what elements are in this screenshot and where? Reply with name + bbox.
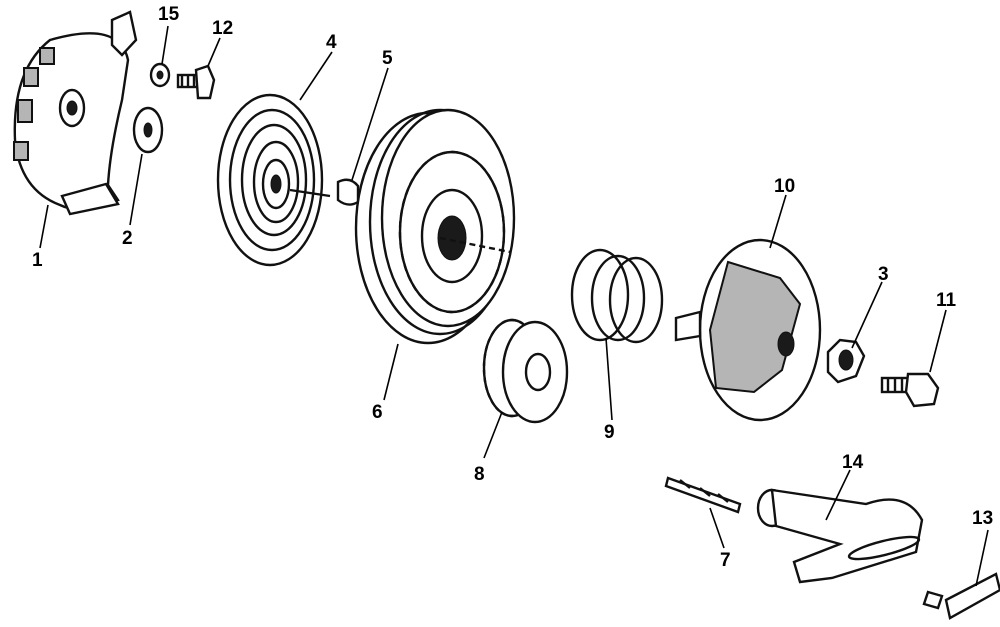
- part-7-rope: [664, 476, 742, 514]
- label-part-13: 13: [972, 508, 993, 529]
- label-part-5: 5: [382, 48, 393, 69]
- part-labels: 1 2 15 12 4 5 6 8 9 10 3 11 7 14 13: [32, 4, 993, 571]
- label-part-7: 7: [720, 550, 731, 571]
- part-12-bolt: [176, 64, 216, 100]
- label-part-2: 2: [122, 228, 133, 249]
- part-8-drive-gear: [482, 318, 569, 424]
- part-11-bolt: [880, 372, 940, 408]
- part-1-housing-plate: [13, 10, 138, 216]
- part-3-nut: [826, 338, 866, 384]
- leader-lines: [39, 25, 989, 587]
- part-6-pulley: [354, 108, 516, 345]
- part-4-recoil-spring: [216, 93, 331, 267]
- label-part-11: 11: [936, 290, 957, 311]
- label-part-9: 9: [604, 422, 615, 443]
- label-part-14: 14: [842, 452, 864, 473]
- label-part-15: 15: [158, 4, 180, 25]
- part-15-small-washer: [149, 62, 171, 88]
- part-10-cover-plate: [674, 238, 822, 422]
- label-part-3: 3: [878, 264, 889, 285]
- label-part-8: 8: [474, 464, 485, 485]
- part-5-pin: [336, 178, 360, 206]
- part-9-spring: [570, 248, 664, 344]
- label-part-6: 6: [372, 402, 383, 423]
- label-part-1: 1: [32, 250, 43, 271]
- label-part-12: 12: [212, 18, 233, 39]
- part-2-washer: [132, 106, 164, 154]
- part-13-insert: [922, 572, 1000, 620]
- pulley-gear-teeth: [398, 150, 506, 314]
- label-part-4: 4: [326, 32, 337, 53]
- label-part-10: 10: [774, 176, 795, 197]
- part-14-handle: [756, 488, 924, 584]
